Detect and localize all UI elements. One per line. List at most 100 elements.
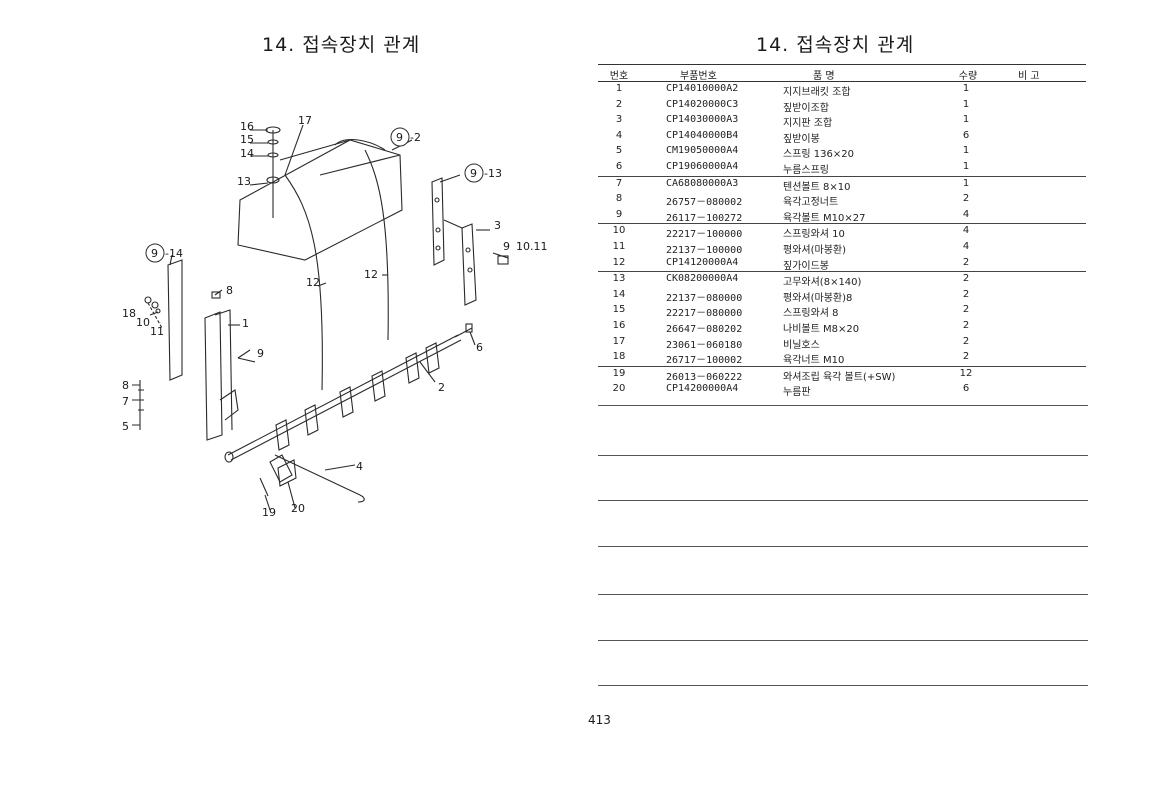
cell-no: 19	[612, 367, 626, 379]
cell-name: 평와셔(마봉환)8	[783, 292, 853, 304]
frame-body	[237, 139, 403, 261]
callout-9-2-number: 9	[396, 131, 403, 144]
label-6: 6	[476, 341, 483, 354]
table-row: 11 22137－100000 평와셔(마봉환) 4	[598, 240, 1086, 256]
shaft-2	[227, 334, 459, 456]
label-14: 14	[240, 147, 254, 160]
cell-qty: 6	[962, 129, 970, 141]
cell-no: 8	[615, 193, 623, 205]
label-11: 11	[150, 325, 164, 338]
cell-name: 지지판 조합	[783, 118, 833, 130]
header-remark: 비 고	[1018, 71, 1040, 82]
cell-no: 1	[615, 83, 623, 94]
cell-name: 육각고정너트	[783, 197, 839, 209]
blank-row-divider	[598, 405, 1088, 406]
cell-part-no: 26647－080202	[666, 323, 743, 335]
cell-no: 15	[612, 304, 626, 316]
cell-qty: 1	[962, 177, 970, 189]
label-3: 3	[494, 219, 501, 232]
label-8-top: 8	[226, 284, 233, 297]
blank-row-divider	[598, 594, 1088, 595]
guide-rod-left	[284, 174, 323, 391]
cell-part-no: CP14020000C3	[666, 98, 739, 110]
cell-no: 9	[615, 208, 623, 220]
cell-part-no: 22137－100000	[666, 244, 743, 256]
cell-part-no: CP14030000A3	[666, 114, 739, 126]
cell-part-no: CP19060000A4	[666, 160, 739, 172]
cell-no: 7	[615, 177, 623, 189]
cell-qty: 4	[962, 240, 970, 252]
cell-part-no: 26117－100272	[666, 212, 743, 224]
header-part-no: 부품번호	[680, 71, 717, 82]
table-header: 번호 부품번호 품 명 수량 비 고	[598, 65, 1086, 82]
cell-no: 2	[615, 98, 623, 110]
cell-qty: 12	[959, 367, 973, 379]
cell-no: 18	[612, 351, 626, 363]
cell-name: 짚받이봉	[783, 133, 820, 145]
cell-no: 11	[612, 240, 626, 252]
cell-qty: 2	[962, 319, 970, 331]
page-number: 413	[588, 713, 611, 727]
page-title-right: 14. 접속장치 관계	[756, 34, 915, 56]
callout-9-14-suffix: -14	[165, 247, 183, 260]
cell-no: 20	[612, 383, 626, 395]
cell-qty: 2	[962, 288, 970, 300]
cell-name: 평와셔(마봉환)	[783, 244, 847, 256]
label-4: 4	[356, 460, 363, 473]
cell-part-no: 22217－100000	[666, 229, 743, 241]
cell-no: 4	[615, 129, 623, 141]
cell-name: 고무와셔(8×140)	[783, 277, 862, 289]
label-5: 5	[122, 420, 129, 433]
table-row: 17 23061－060180 비닐호스 2	[598, 335, 1086, 351]
label-10-11: 10.11	[516, 240, 548, 253]
cell-qty: 1	[962, 145, 970, 157]
cell-part-no: 23061－060180	[666, 339, 743, 351]
blank-row-divider	[598, 500, 1088, 501]
cell-name: 와셔조립 육각 볼트(+SW)	[783, 371, 896, 383]
cell-name: 짚받이조합	[783, 102, 829, 114]
label-12-left: 12	[306, 276, 320, 289]
cell-part-no: 26717－100002	[666, 355, 743, 367]
callout-9-14-number: 9	[151, 247, 158, 260]
cell-name: 육각볼트 M10×27	[783, 212, 866, 224]
cell-part-no: CP14120000A4	[666, 256, 739, 268]
cell-name: 지지브래킷 조합	[783, 87, 851, 98]
cell-part-no: CM19050000A4	[666, 145, 739, 157]
label-13: 13	[237, 175, 251, 188]
cell-name: 비닐호스	[783, 339, 820, 351]
callout-9-2-suffix: -2	[410, 131, 421, 144]
cell-qty: 6	[962, 383, 970, 395]
label-7: 7	[122, 395, 129, 408]
support-plate-top	[431, 177, 445, 266]
label-1: 1	[242, 317, 249, 330]
blank-row-divider	[598, 685, 1088, 686]
cell-qty: 2	[962, 335, 970, 347]
cell-qty: 4	[962, 208, 970, 220]
header-name: 품 명	[813, 71, 835, 82]
cell-no: 17	[612, 335, 626, 347]
cell-name: 나비볼트 M8×20	[783, 323, 860, 335]
cell-no: 10	[612, 225, 626, 237]
cell-no: 13	[612, 273, 626, 285]
label-15: 15	[240, 133, 254, 146]
header-qty: 수량	[958, 71, 978, 82]
cell-no: 3	[615, 114, 623, 126]
label-8-bottom: 8	[122, 379, 129, 392]
callout-9-13-number: 9	[470, 167, 477, 180]
label-9-bolt: 9	[503, 240, 510, 253]
cell-no: 14	[612, 288, 626, 300]
label-18: 18	[122, 307, 136, 320]
bracket-left	[167, 259, 183, 381]
page-title-left: 14. 접속장치 관계	[262, 34, 421, 56]
cell-name: 육각너트 M10	[783, 355, 845, 367]
rod-4	[274, 454, 361, 496]
